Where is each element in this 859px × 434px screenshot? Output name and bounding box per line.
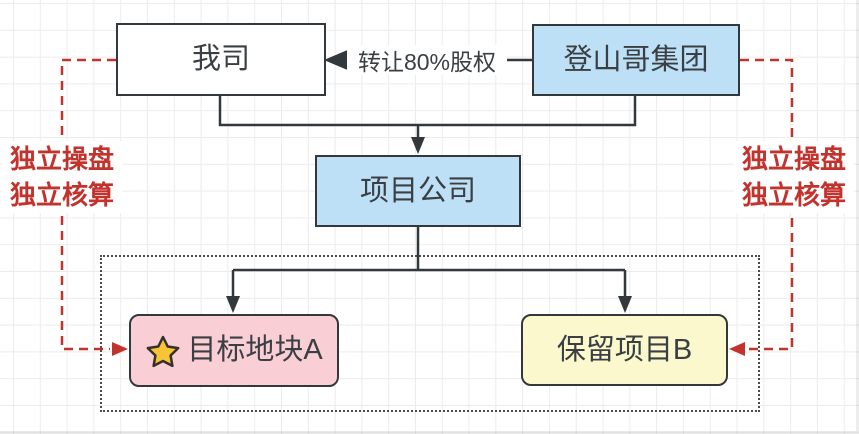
node-retained-project-b-label: 保留项目B [556, 333, 693, 366]
node-target-plot-a-label: 目标地块A [187, 334, 323, 366]
equity-transfer-edge-label[interactable]: 转让80%股权 [347, 45, 507, 75]
annotation-left-line2: 独立核算 [9, 180, 114, 210]
node-project-company-label: 项目公司 [359, 174, 476, 207]
node-our-company-label: 我司 [191, 43, 250, 75]
connector-parents-to-project [218, 95, 637, 154]
annotation-left-line1: 独立操盘 [9, 144, 114, 174]
node-mountain-group-label: 登山哥集团 [563, 43, 709, 76]
star-icon [146, 335, 180, 367]
arrow-left-icon [323, 50, 348, 70]
annotation-right[interactable]: 独立操盘 独立核算 [734, 141, 854, 213]
node-project-company[interactable]: 项目公司 [315, 155, 521, 227]
annotation-left[interactable]: 独立操盘 独立核算 [2, 141, 122, 213]
node-target-plot-a[interactable]: 目标地块A [129, 314, 339, 387]
annotation-right-line2: 独立核算 [741, 180, 846, 210]
arrow-down-icon [411, 137, 425, 154]
node-mountain-group[interactable]: 登山哥集团 [532, 24, 740, 96]
node-retained-project-b[interactable]: 保留项目B [521, 314, 728, 386]
node-our-company[interactable]: 我司 [116, 23, 326, 96]
equity-transfer-edge-label-text: 转让80%股权 [357, 49, 497, 75]
annotation-right-line1: 独立操盘 [741, 144, 846, 174]
